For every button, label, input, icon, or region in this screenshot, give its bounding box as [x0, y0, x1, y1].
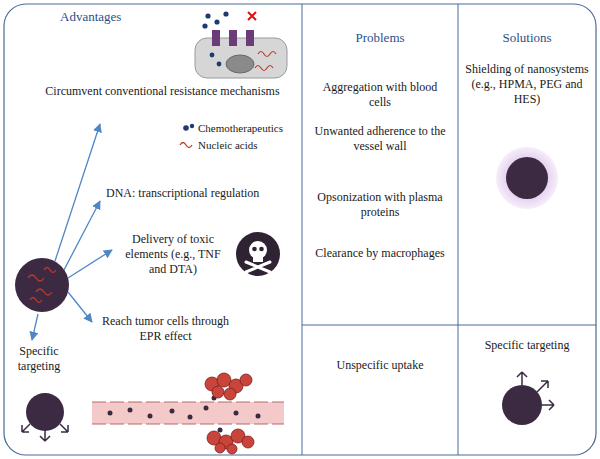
header-cell: Problems [302, 4, 458, 64]
column-rule [302, 4, 303, 455]
nanoparticle [15, 258, 69, 312]
problem-text: Aggregation with blood cells [312, 80, 448, 110]
advantages-panel: AdvantagesCircumvent conventional resist… [4, 4, 302, 455]
advantage-text: Circumvent conventional resistance mecha… [40, 84, 285, 99]
problem-text: Clearance by macrophages [312, 246, 448, 261]
problems-cell: Aggregation with blood cellsUnwanted adh… [302, 64, 458, 325]
targeted-particle [502, 372, 554, 425]
row-rule [302, 325, 596, 326]
advantage-text: Reach tumor cells through EPR effect [98, 314, 233, 344]
toxic-particle [236, 232, 280, 276]
column-heading: Solutions [458, 30, 596, 45]
legend-line [180, 143, 192, 148]
problem-text: Opsonization with plasma proteins [312, 190, 448, 220]
legend-text: Chemotherapeutics [198, 122, 283, 135]
solution-text: Specific targeting [460, 338, 594, 353]
panel-heading: Advantages [60, 9, 170, 24]
legend-dot [190, 124, 194, 128]
advantage-text: DNA: transcriptional regulation [106, 186, 298, 201]
legend-text: Nucleic acids [198, 139, 258, 152]
cell-illustration [195, 11, 287, 78]
targeted-particle [22, 393, 68, 441]
frame [4, 4, 596, 455]
solution-text: Shielding of nanosystems (e.g., HPMA, PE… [464, 62, 590, 107]
column-heading: Problems [302, 30, 458, 45]
legend-dot [183, 125, 189, 131]
header-cell: Solutions [458, 4, 596, 44]
advantage-arrows [32, 124, 112, 340]
problem-text: Unspecific uptake [312, 358, 448, 373]
shielded-particle [496, 147, 558, 209]
advantage-text: Delivery of toxic elements (e.g., TNF an… [118, 232, 228, 277]
solutions-cell: Shielding of nanosystems (e.g., HPMA, PE… [458, 44, 596, 325]
solutions-cell: Specific targeting [458, 325, 596, 455]
column-rule [458, 4, 459, 455]
blood-vessel [92, 373, 284, 454]
problem-text: Unwanted adherence to the vessel wall [312, 124, 448, 154]
problems-cell: Unspecific uptake [302, 325, 458, 455]
advantage-text: Specific targeting [6, 344, 72, 374]
